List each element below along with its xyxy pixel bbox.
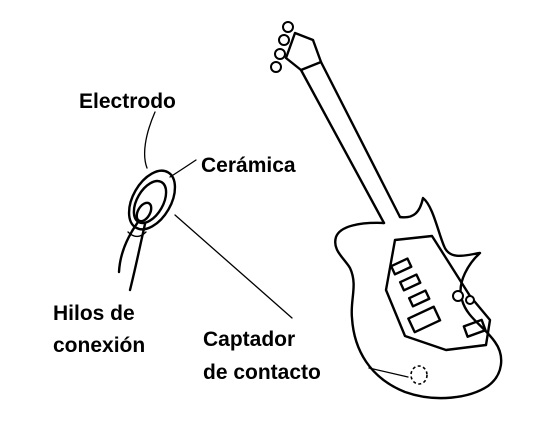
connection-wire-2	[128, 222, 147, 292]
tuning-peg	[282, 21, 294, 33]
middle-pickup	[398, 273, 422, 292]
pickguard	[384, 234, 492, 352]
pickup-label-line2: de contacto	[203, 361, 321, 384]
control-knob	[465, 295, 475, 305]
tuning-peg	[278, 34, 290, 46]
electrode-label: Electrodo	[79, 90, 176, 113]
neck-pickup	[389, 257, 413, 276]
ceramic-label: Cerámica	[201, 154, 296, 177]
ceramic-leader-line	[169, 159, 197, 178]
output-jack	[462, 318, 487, 338]
tuning-peg	[274, 48, 286, 60]
guitar-neck	[299, 60, 402, 225]
contact-pickup-on-guitar	[410, 365, 428, 385]
guitar	[270, 21, 503, 400]
wires-label-line1: Hilos de	[53, 302, 135, 325]
pickup-leader-line	[174, 214, 293, 319]
guitar-body	[334, 196, 503, 400]
bridge-pickup	[407, 289, 431, 308]
contact-pickup-pointer	[368, 367, 409, 378]
guitar-headstock	[284, 31, 323, 72]
wires-label-line2: conexión	[53, 334, 146, 357]
bridge-plate	[407, 305, 442, 334]
electrode-leader-line	[144, 111, 156, 169]
control-knob	[452, 290, 464, 302]
pickup-disc-inner	[132, 179, 168, 225]
wires-extra-stroke	[127, 231, 147, 238]
pickup-detail	[117, 111, 293, 319]
electrode-element	[135, 201, 153, 223]
connection-wire-1	[117, 220, 140, 274]
tuning-peg	[270, 61, 282, 73]
pickup-label-line1: Captador	[203, 328, 296, 351]
pickup-disc-outer	[127, 169, 177, 231]
